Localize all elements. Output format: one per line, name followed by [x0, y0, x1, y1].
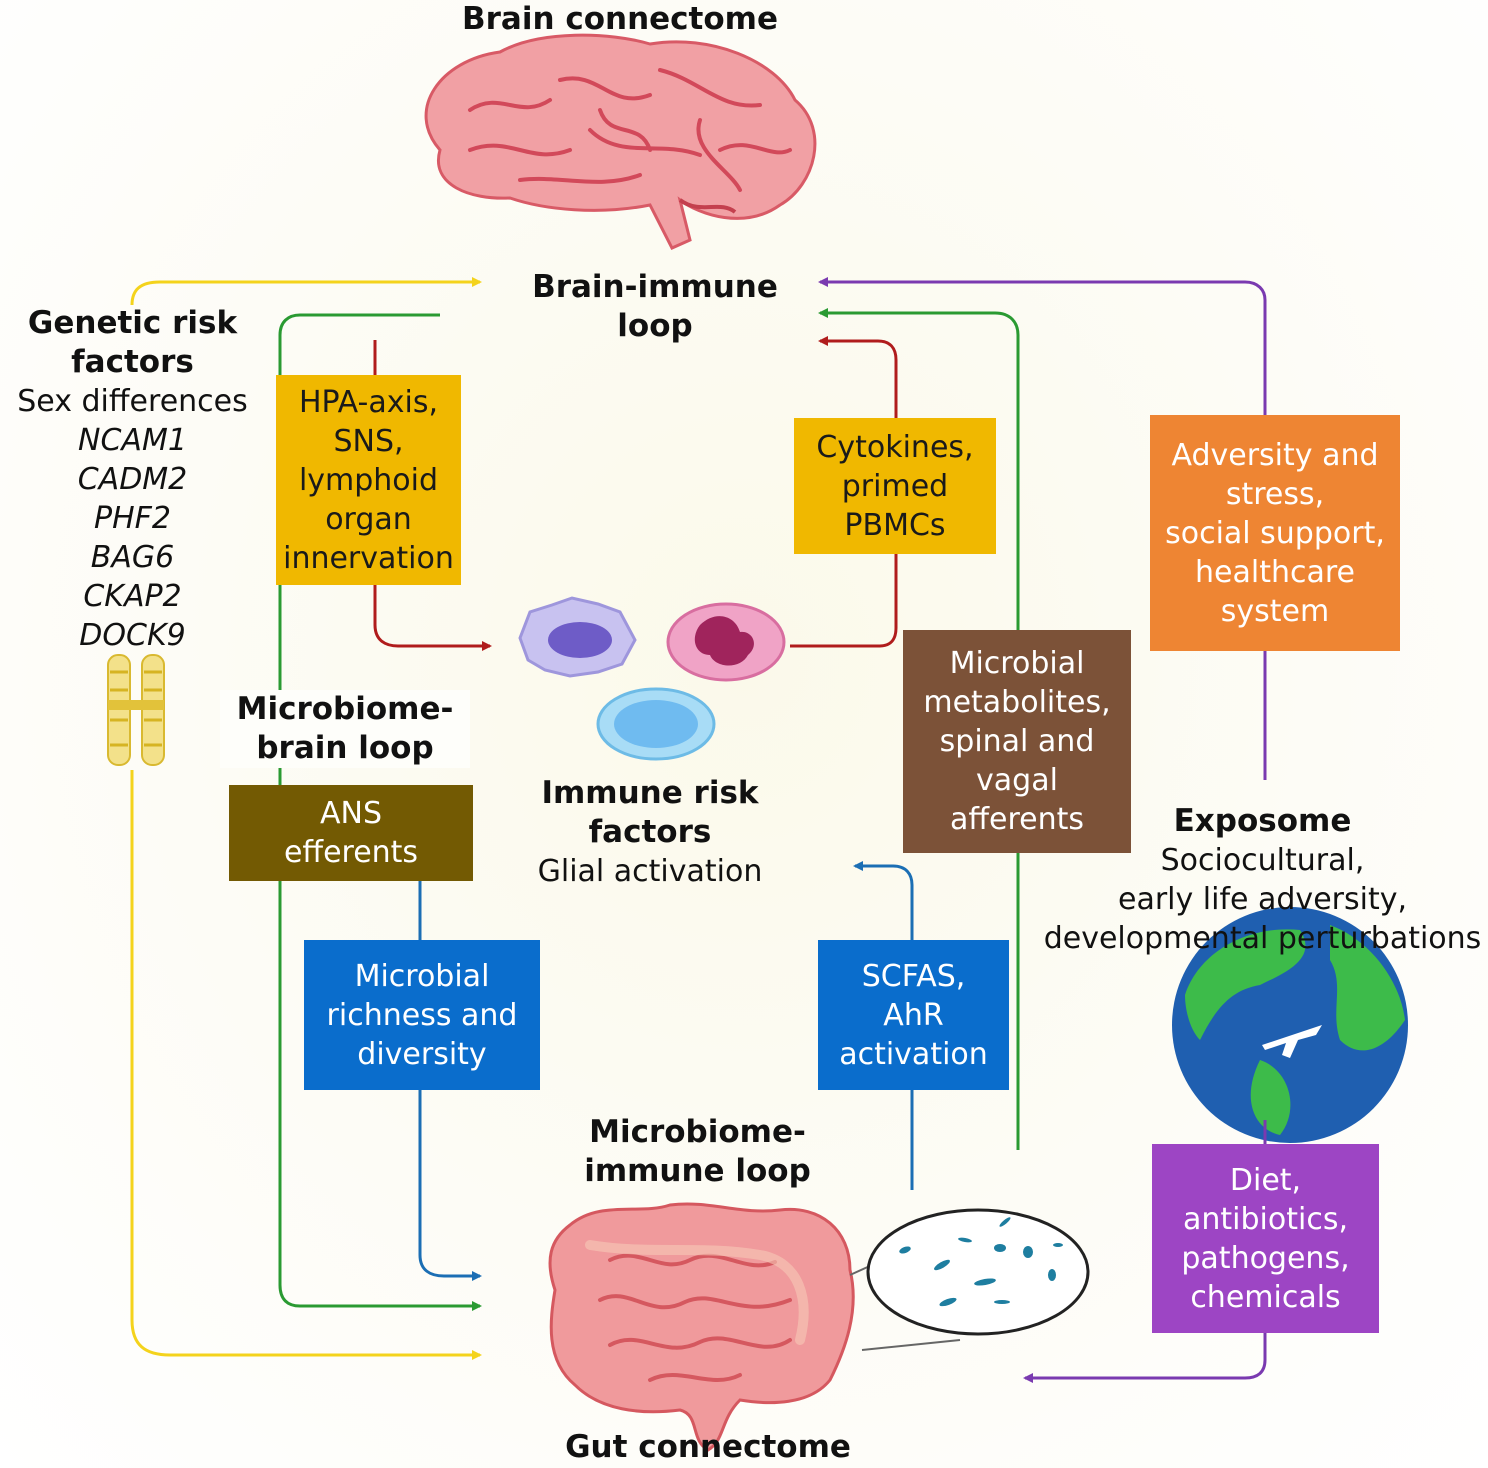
gut-connectome-title: Gut connectome	[565, 1429, 851, 1465]
gene-label: CKAP2	[83, 579, 182, 614]
adversity-box: Adversity and stress, social support, he…	[1150, 415, 1400, 651]
brain-immune-loop-label: Brain-immune loop	[532, 269, 778, 344]
microbiome-immune-loop-label: Microbiome- immune loop	[584, 1114, 811, 1189]
microbial-metabolites-box: Microbial metabolites, spinal and vagal …	[903, 630, 1131, 853]
gene-label: DOCK9	[79, 618, 186, 653]
gene-label: PHF2	[94, 501, 171, 536]
brain-connectome-title: Brain connectome	[462, 1, 778, 37]
glial-activation: Glial activation	[537, 854, 763, 889]
arrow-blue-immune-to-gut	[418, 880, 482, 1281]
microbial-richness-box: Microbial richness and diversity	[304, 940, 540, 1090]
ans-efferents-box: ANS efferents	[229, 785, 473, 881]
diet-box: Diet, antibiotics, pathogens, chemicals	[1152, 1144, 1379, 1333]
arrow-yellow-genetic-to-gut	[130, 770, 482, 1360]
arrow-yellow-genetic-to-brain	[130, 277, 482, 306]
arrow-blue-gut-to-immune	[853, 861, 914, 1190]
globe-icon	[1172, 907, 1408, 1143]
cytokines-box: Cytokines, primed PBMCs	[794, 418, 996, 554]
arrow-purple-exposome-to-brain	[818, 277, 1267, 780]
arrow-red-brain-to-immune	[373, 340, 492, 651]
exposome: Exposome Sociocultural, early life adver…	[1043, 803, 1482, 956]
intestine-icon	[548, 1202, 855, 1452]
microbiome-brain-loop-label: Microbiome- brain loop	[220, 690, 470, 768]
gene-label: CADM2	[77, 462, 188, 497]
scfas-box: SCFAS, AhR activation	[818, 940, 1009, 1090]
immune-risk-factors: Immune risk factors Glial activation	[520, 774, 780, 891]
hpa-axis-box: HPA-axis, SNS, lymphoid organ innervatio…	[276, 375, 461, 585]
genetic-risk-factors: Genetic risk factors Sex differences NCA…	[10, 304, 255, 655]
gene-label: BAG6	[90, 540, 175, 575]
lymphocyte-icon	[596, 687, 716, 761]
sex-differences: Sex differences	[17, 384, 248, 419]
genetic-heading: Genetic risk	[27, 305, 238, 341]
chromosome-icon	[107, 654, 165, 766]
brain-icon	[424, 33, 817, 250]
neutrophil-icon	[666, 602, 786, 682]
gene-label: NCAM1	[78, 423, 187, 458]
microbe-magnifier-icon	[849, 1208, 1090, 1351]
dendritic-cell-icon	[518, 596, 637, 678]
arrow-purple-exposome-to-gut	[1023, 1120, 1267, 1383]
arrow-green-gut-to-brain	[818, 308, 1020, 1150]
